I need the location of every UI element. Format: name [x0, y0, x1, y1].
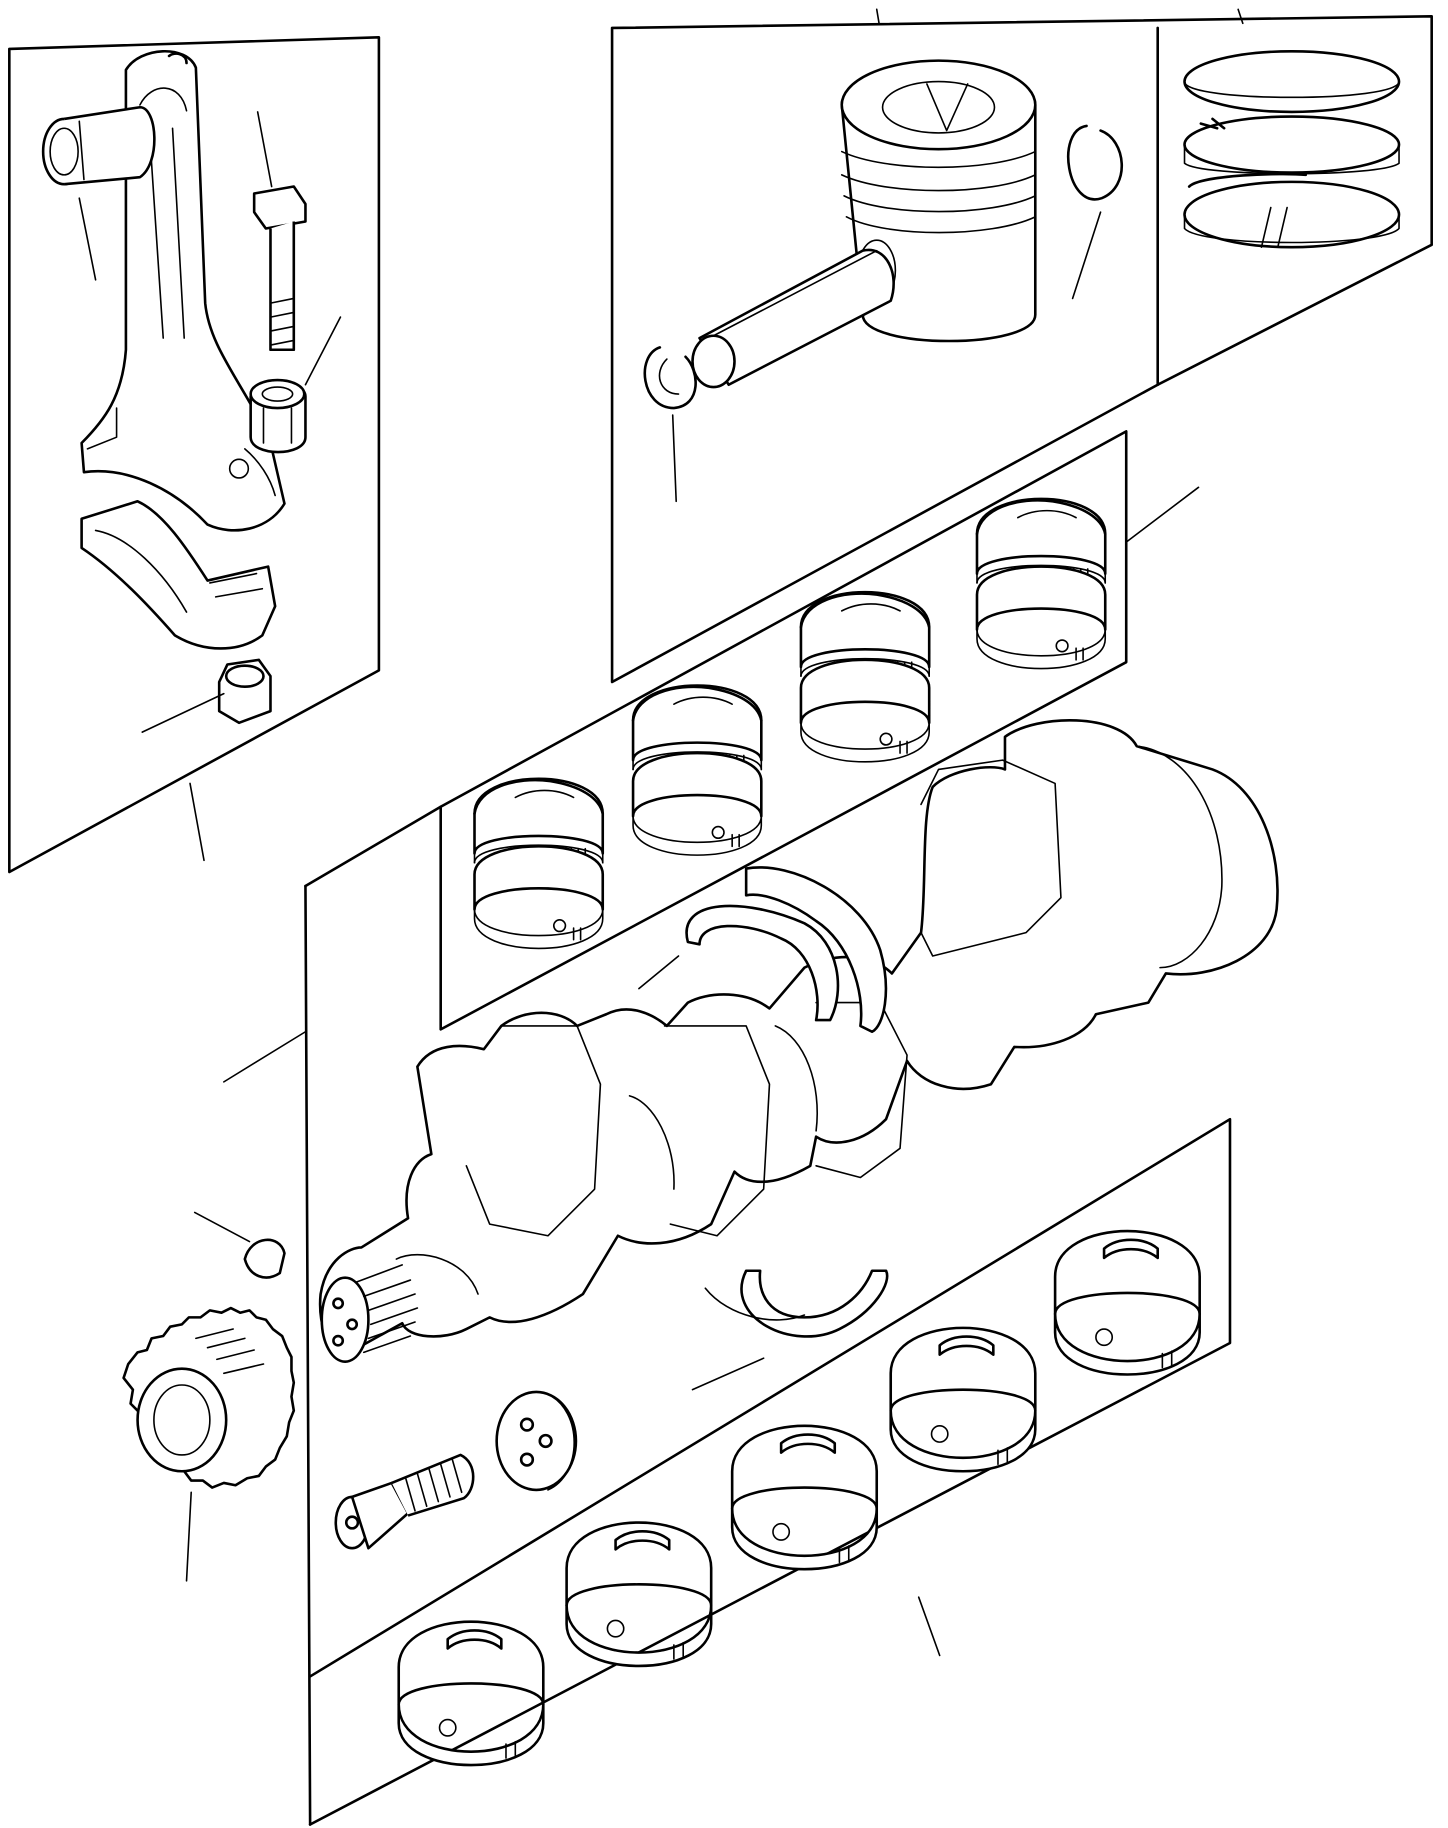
conrod-bearing-panel — [441, 431, 1199, 1029]
thrust-washers — [687, 867, 888, 1336]
pulley-bolt — [336, 1455, 473, 1548]
piston-pin-circlip — [645, 126, 1122, 408]
small-end-bush — [43, 107, 154, 184]
washer-plate — [497, 1392, 576, 1490]
crankshaft-panel — [305, 807, 1230, 1825]
piston-ring-set — [1185, 51, 1400, 247]
rod-cap — [82, 501, 276, 648]
piston-pin — [693, 250, 894, 387]
rod-bolt-sleeve — [251, 380, 306, 452]
woodruff-key — [195, 1212, 285, 1277]
conrod-leaders — [79, 112, 340, 860]
crankshaft-gear — [124, 1308, 294, 1581]
rod-bolt — [254, 187, 305, 350]
rod-nut — [219, 660, 270, 723]
piston-leaders — [673, 212, 1101, 501]
connecting-rod-panel — [9, 37, 379, 872]
piston-panel — [612, 9, 1432, 682]
crank-leaders — [224, 956, 940, 1655]
